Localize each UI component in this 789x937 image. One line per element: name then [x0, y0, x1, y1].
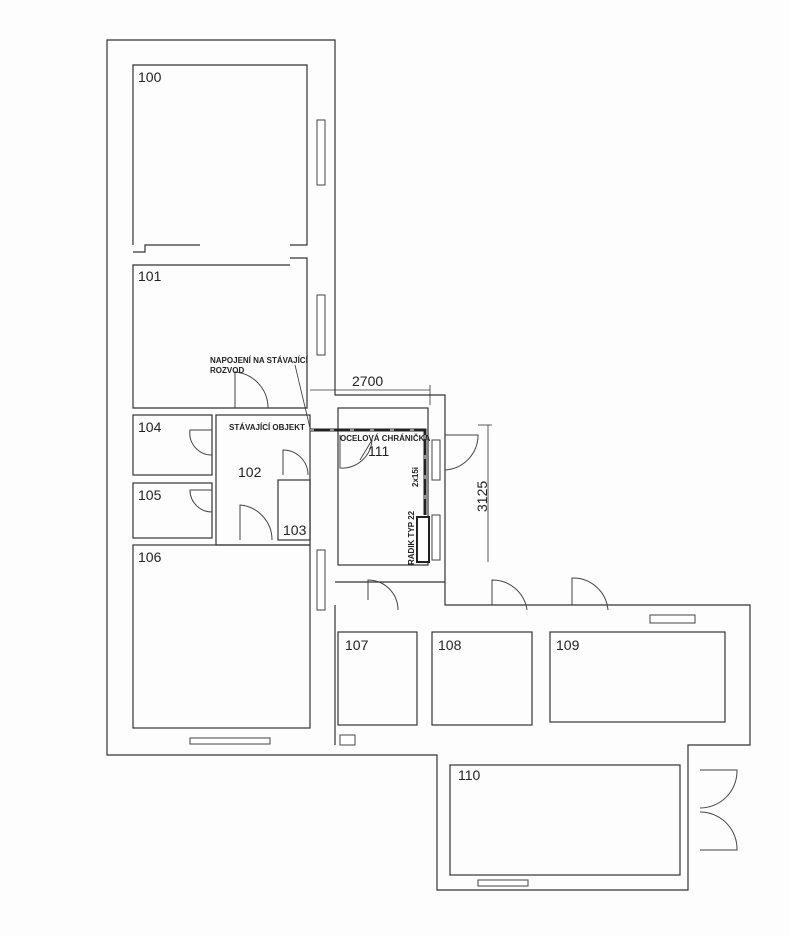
- dimension-lines: [310, 385, 492, 562]
- room-111-label: 111: [368, 443, 389, 459]
- radiator: [416, 516, 430, 563]
- room-110-label: 110: [458, 767, 481, 783]
- connection-note-line1: NAPOJENÍ NA STÁVAJÍCÍ: [210, 356, 309, 365]
- room-109-label: 109: [556, 637, 580, 653]
- windows: [189, 119, 696, 887]
- room-102-label: 102: [238, 464, 262, 480]
- room-108-label: 108: [438, 637, 462, 653]
- radiator-note: RADIK TYP 22: [407, 510, 416, 565]
- room-walls: [132, 64, 726, 876]
- room-104-label: 104: [138, 419, 162, 435]
- building-outline: [106, 39, 751, 891]
- connection-note-line2: ROZVOD: [210, 366, 244, 375]
- room-105-label: 105: [138, 487, 162, 503]
- room-100-label: 100: [138, 69, 162, 85]
- dimension-horizontal: 2700: [352, 373, 383, 389]
- doors: [189, 371, 738, 851]
- room-106-label: 106: [138, 549, 162, 565]
- steel-conduit-note: OCELOVÁ CHRÁNIČKA: [340, 434, 430, 443]
- steel-conduit-line: [310, 428, 427, 515]
- room-101-label: 101: [138, 268, 162, 284]
- dimension-vertical: 3125: [474, 481, 490, 512]
- room-107-label: 107: [345, 637, 369, 653]
- pipe-size-note: 2x15i: [411, 467, 420, 487]
- room-103-label: 103: [283, 522, 307, 538]
- existing-building-note: STÁVAJÍCÍ OBJEKT: [229, 423, 305, 432]
